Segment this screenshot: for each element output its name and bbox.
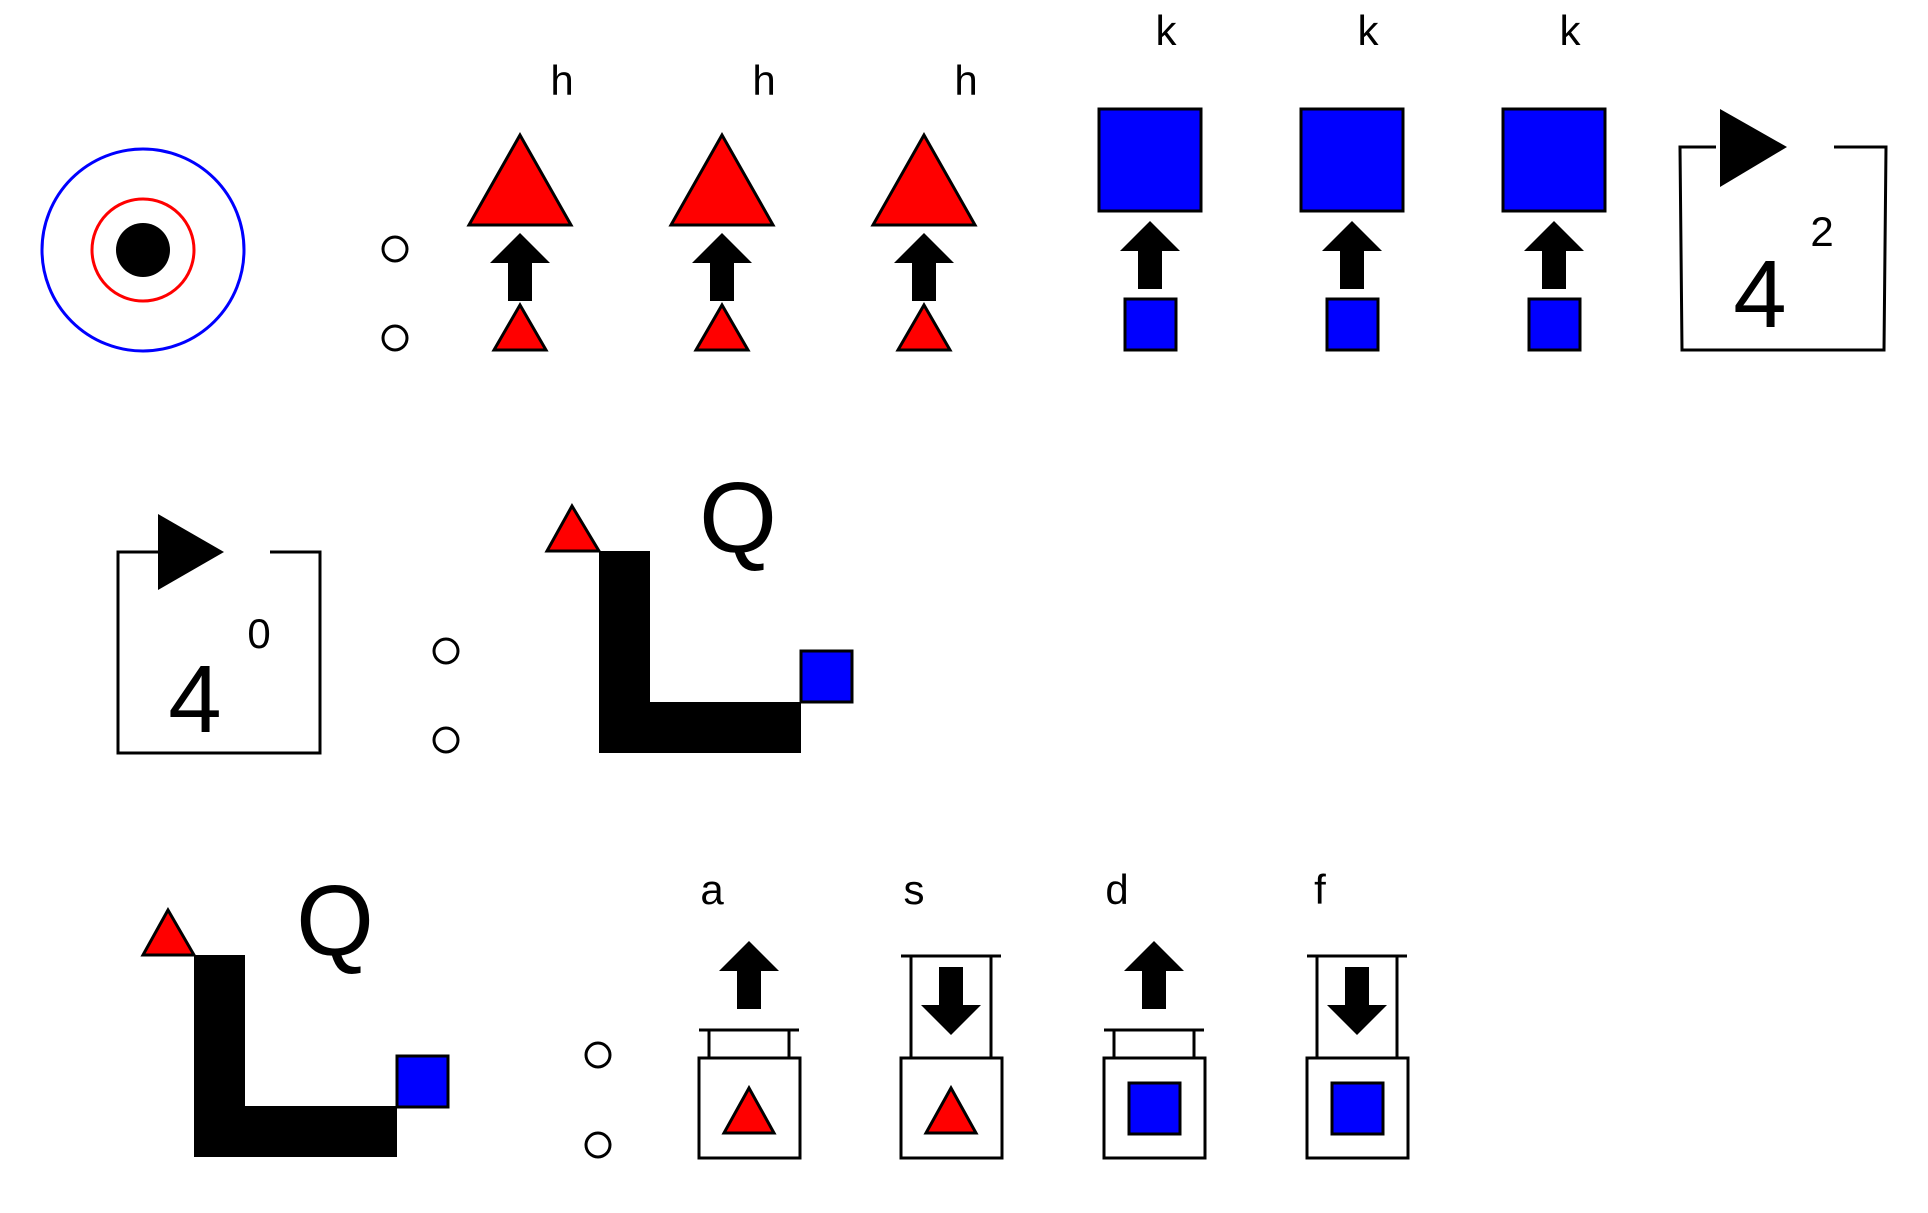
target-icon — [40, 147, 246, 353]
option-bullets-row2 — [432, 637, 460, 754]
red-grow-transform-2: h — [668, 57, 776, 352]
repeat-box-row2: 4 0 — [116, 514, 322, 755]
up-arrow-icon — [1120, 221, 1180, 289]
l-shape-q-row3: Q — [140, 865, 450, 1157]
repeat-box-row1: 4 2 — [1678, 109, 1888, 352]
shape-label: Q — [699, 462, 777, 574]
transform-label: k — [1156, 7, 1178, 54]
up-arrow-icon — [490, 233, 550, 301]
action-key-label: f — [1314, 866, 1326, 913]
transform-label: k — [1560, 7, 1582, 54]
play-arrow-icon — [1720, 109, 1787, 187]
up-arrow-icon — [1322, 221, 1382, 289]
repeat-exponent: 0 — [247, 610, 270, 657]
transform-label: h — [752, 57, 775, 104]
action-s: s — [899, 866, 1004, 1160]
blue-grow-transform-1: k — [1097, 7, 1203, 352]
shape-label: Q — [296, 865, 374, 977]
up-arrow-icon — [719, 941, 779, 1009]
up-arrow-icon — [692, 233, 752, 301]
repeat-exponent: 2 — [1810, 208, 1833, 255]
action-key-label: d — [1105, 866, 1128, 913]
action-d: d — [1102, 866, 1207, 1160]
action-key-label: s — [904, 866, 925, 913]
transform-label: h — [550, 57, 573, 104]
action-f: f — [1305, 866, 1410, 1160]
up-arrow-icon — [1124, 941, 1184, 1009]
action-a: a — [697, 866, 802, 1160]
l-shape-q-row2: Q — [544, 462, 854, 753]
up-arrow-icon — [1524, 221, 1584, 289]
repeat-base: 4 — [1733, 241, 1786, 348]
up-arrow-icon — [894, 233, 954, 301]
red-grow-transform-1: h — [466, 57, 574, 352]
option-bullets-row3 — [584, 1041, 612, 1159]
transform-label: k — [1358, 7, 1380, 54]
option-bullets-row1 — [381, 235, 409, 352]
blue-grow-transform-2: k — [1299, 7, 1405, 352]
blue-grow-transform-3: k — [1501, 7, 1607, 352]
action-key-label: a — [700, 866, 724, 913]
down-arrow-icon — [1327, 967, 1387, 1035]
red-grow-transform-3: h — [870, 57, 978, 352]
transform-label: h — [954, 57, 977, 104]
down-arrow-icon — [921, 967, 981, 1035]
play-arrow-icon — [158, 514, 224, 590]
repeat-base: 4 — [168, 646, 221, 753]
